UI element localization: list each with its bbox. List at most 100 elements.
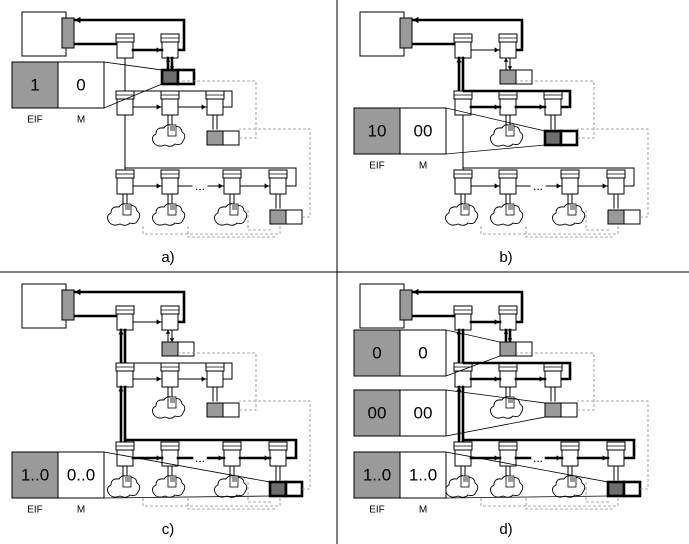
arrow-head: [494, 104, 499, 110]
arrow-head: [494, 319, 499, 325]
dashed-feedback: [247, 482, 272, 503]
node-box: [544, 370, 562, 388]
dashed-feedback: [142, 496, 281, 507]
host-port: [61, 289, 75, 321]
arrow-head: [494, 455, 499, 461]
card-fill: [232, 477, 237, 482]
arrow-head: [413, 288, 419, 296]
callout-connector: [103, 83, 163, 109]
mem-cell-grey: [499, 69, 517, 85]
eif-label: EIF: [369, 161, 385, 172]
dashed-feedback: [480, 496, 619, 507]
link-return-top: [412, 290, 524, 324]
callout-connector: [103, 495, 271, 499]
callout-connector: [445, 389, 546, 404]
callout-connector: [445, 144, 546, 155]
mem-cell-white: [222, 402, 240, 418]
link-l1-return: [125, 362, 233, 380]
mem-cell-grey: [499, 341, 517, 357]
dashed-feedback: [585, 210, 610, 231]
callout-connector: [445, 355, 501, 377]
mem-cell-white: [177, 341, 195, 357]
arrow-head: [75, 16, 81, 24]
callout-connector: [445, 107, 546, 132]
eif-cell: [11, 61, 59, 109]
host-box: [359, 11, 405, 57]
card-fill: [570, 477, 575, 482]
arrow-head: [503, 330, 509, 334]
mem-cell-grey: [607, 209, 625, 225]
dashed-feedback: [178, 352, 257, 411]
eif-cell: [353, 107, 401, 155]
arrow-head: [201, 104, 206, 110]
card-fill: [508, 477, 513, 482]
node-box: [206, 370, 224, 388]
arrow-head: [169, 66, 175, 70]
node-box: [269, 177, 287, 195]
card-fill: [125, 205, 130, 210]
mem-cell-grey: [543, 129, 563, 147]
card-fill: [463, 477, 468, 482]
mem-cell-white: [515, 341, 533, 357]
dashed-feedback: [577, 400, 649, 490]
node-box: [561, 449, 579, 467]
mem-cell-grey: [206, 402, 224, 418]
ellipsis-label: ...: [533, 451, 543, 465]
eif-label: EIF: [27, 505, 43, 516]
mem-cell-grey: [161, 341, 179, 357]
node-box: [116, 370, 134, 388]
node-box: [161, 177, 179, 195]
arrow-head: [156, 319, 161, 325]
node-box: [269, 449, 287, 467]
arrow-head: [539, 376, 544, 382]
dashed-feedback: [239, 400, 311, 490]
card-fill: [170, 126, 175, 131]
mem-cell-white: [515, 69, 533, 85]
eif-value: 0: [372, 343, 381, 362]
mem-cell-grey: [544, 402, 562, 418]
m-cell: [399, 389, 447, 437]
link-l2-return: [125, 167, 297, 187]
arrow-head: [456, 58, 462, 63]
dashed-feedback: [585, 482, 610, 503]
arrow-head: [156, 455, 161, 461]
m-cell: [57, 61, 105, 109]
m-cell: [399, 451, 447, 499]
arrow-head: [507, 66, 513, 70]
node-box: [561, 177, 579, 195]
panel-caption: c): [162, 521, 175, 538]
link-l2-return: [125, 438, 298, 460]
eif-label: EIF: [27, 115, 43, 126]
arrow-head: [539, 104, 544, 110]
host-port: [399, 17, 413, 49]
callout-connector: [103, 61, 163, 71]
arrow-head: [165, 58, 171, 62]
arrow-head: [602, 183, 607, 189]
node-box: [499, 98, 517, 116]
panel-caption: d): [499, 521, 512, 538]
callout-connector: [103, 451, 271, 483]
mem-cell-white: [560, 402, 578, 418]
ellipsis-label: ...: [195, 451, 205, 465]
node-box: [499, 313, 517, 331]
node-box: [454, 177, 472, 195]
card-fill: [232, 205, 237, 210]
mem-cell-white: [285, 209, 303, 225]
dashed-feedback: [516, 352, 595, 411]
m-cell: [399, 107, 447, 155]
m-label: M: [77, 115, 85, 126]
arrow-head: [602, 455, 607, 461]
dashed-feedback: [577, 128, 649, 218]
dashed-feedback: [187, 498, 276, 510]
arrow-head: [218, 183, 223, 189]
node-box: [116, 41, 134, 59]
node-box: [161, 98, 179, 116]
eif-value: 1..0: [363, 465, 391, 484]
